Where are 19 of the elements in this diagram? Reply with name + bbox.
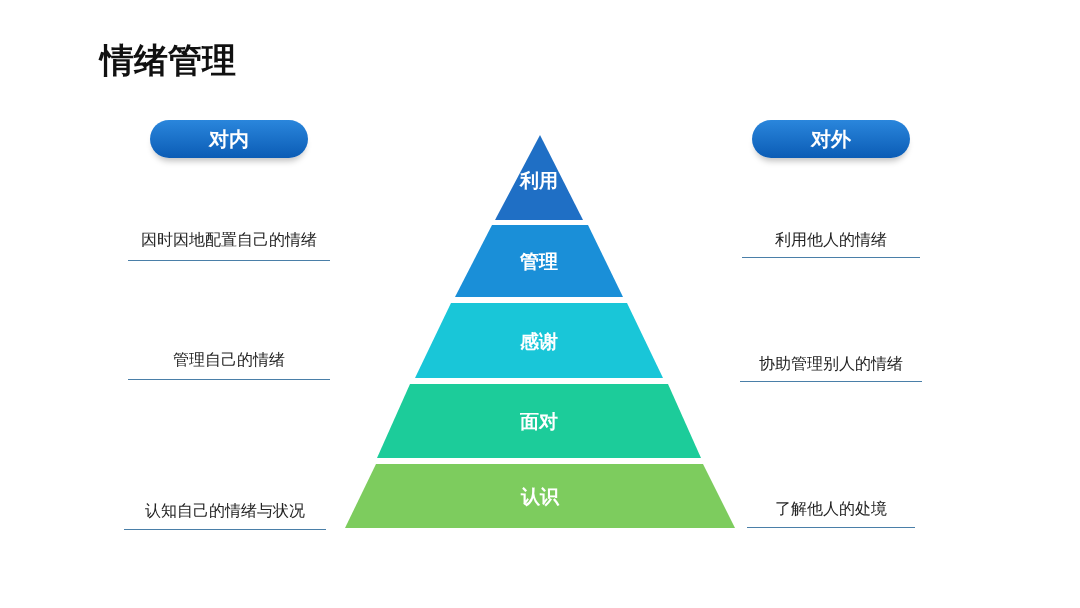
side-text: 认知自己的情绪与状况 <box>145 501 305 522</box>
pyramid-layer <box>345 464 735 528</box>
side-text: 因时因地配置自己的情绪 <box>141 230 317 251</box>
pyramid-layer <box>377 384 701 458</box>
category-pill: 对内 <box>150 120 308 158</box>
side-text: 了解他人的处境 <box>775 499 887 520</box>
side-text: 管理自己的情绪 <box>173 350 285 371</box>
pyramid-layer <box>415 303 663 378</box>
layer-label: 认识 <box>519 484 560 509</box>
layer-label: 利用 <box>518 168 559 193</box>
page-title: 情绪管理 <box>100 39 236 82</box>
side-text: 利用他人的情绪 <box>775 230 887 251</box>
layer-label: 感谢 <box>519 328 559 354</box>
pyramid-layer <box>495 135 583 220</box>
category-pill: 对外 <box>752 120 910 158</box>
layer-label: 面对 <box>519 409 559 434</box>
pyramid-layer <box>455 225 623 297</box>
layer-label: 管理 <box>519 249 559 274</box>
side-text: 协助管理别人的情绪 <box>759 354 903 375</box>
